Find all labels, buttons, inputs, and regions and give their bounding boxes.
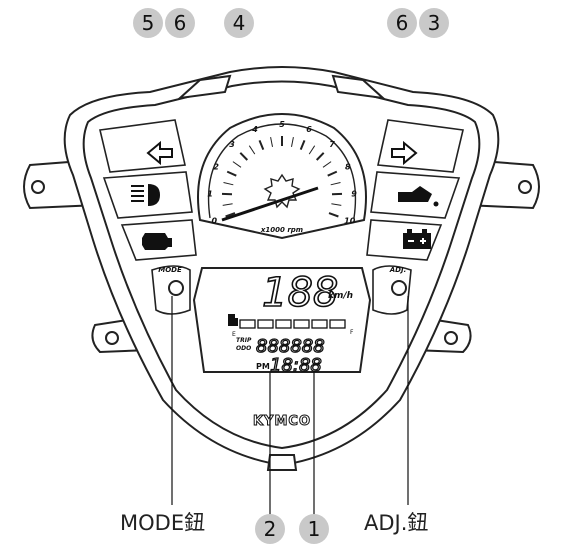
tach-tick-label: 3 — [229, 140, 235, 149]
tach-tick-label: 7 — [329, 140, 335, 149]
adj-button-label: ADJ.鈕 — [364, 507, 428, 537]
trip-label: TRIP — [236, 337, 252, 344]
tach-tick-label: 4 — [251, 125, 258, 134]
callout-2: 2 — [255, 514, 285, 544]
tach-tick-label: 9 — [351, 190, 357, 199]
fuel-bar-segment — [240, 320, 255, 328]
fuel-bar-segment — [294, 320, 309, 328]
tach-unit-label: x1000 rpm — [260, 226, 303, 234]
kymco-brand-logo: KYMCO — [253, 414, 311, 429]
odometer-readout: 888888 — [256, 336, 325, 357]
tach-tick-label: 5 — [279, 120, 285, 129]
fuel-bar-segment — [330, 320, 345, 328]
tach-tick-label: 0 — [212, 217, 218, 226]
tach-tick-label: 2 — [213, 163, 219, 172]
mode-button-label: MODE鈕 — [120, 507, 205, 537]
adj-button-tag: ADJ. — [389, 266, 407, 274]
tach-tick-label: 8 — [345, 163, 351, 172]
mode-button[interactable]: MODE — [152, 266, 190, 314]
clock-ampm-label: PM — [256, 362, 270, 371]
callout-6-right: 6 — [387, 8, 417, 38]
callout-6-left: 6 — [165, 8, 195, 38]
speed-unit-label: km/h — [328, 291, 353, 301]
tach-tick-label: 6 — [306, 125, 312, 134]
callout-1: 1 — [299, 514, 329, 544]
tach-tick-label: 10 — [344, 217, 356, 226]
odo-label: ODO — [236, 345, 251, 352]
mode-button-tag: MODE — [158, 266, 182, 274]
adj-button[interactable]: ADJ. — [373, 266, 411, 314]
fuel-bar-segment — [312, 320, 327, 328]
speed-readout: 188 — [262, 270, 338, 316]
fuel-bar-segment — [258, 320, 273, 328]
callout-3: 3 — [419, 8, 449, 38]
fuel-bar-segment — [276, 320, 291, 328]
lcd-display: 188 km/h E F TRIP ODO 888888 PM 18:88 — [194, 268, 370, 376]
fuel-full-label: F — [350, 329, 354, 336]
tach-tick-label: 1 — [207, 190, 213, 199]
callout-4: 4 — [224, 8, 254, 38]
callout-5: 5 — [133, 8, 163, 38]
